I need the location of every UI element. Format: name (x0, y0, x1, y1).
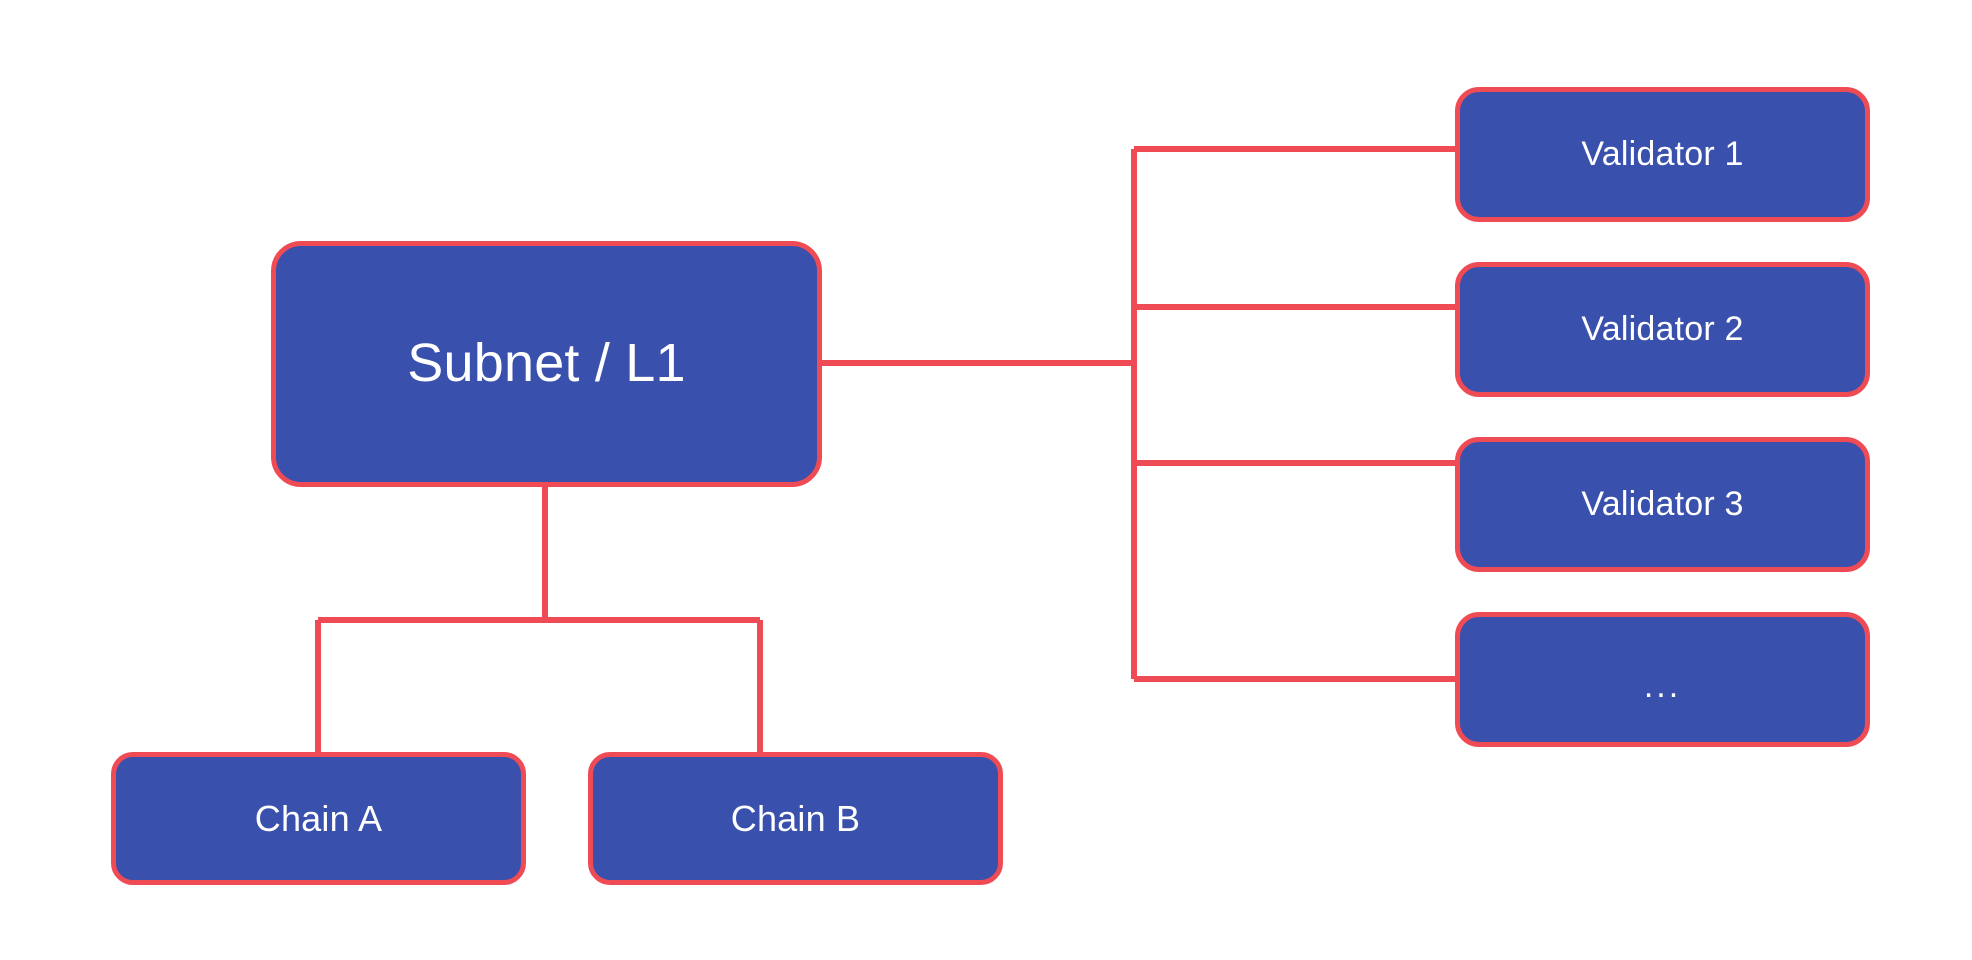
node-validator-1-label: Validator 1 (1581, 134, 1744, 173)
node-validator-2[interactable]: Validator 2 (1455, 262, 1870, 397)
node-chain-a[interactable]: Chain A (111, 752, 526, 885)
node-validator-overflow-label: ... (1643, 666, 1682, 705)
node-validator-overflow[interactable]: ... (1455, 612, 1870, 747)
node-chain-a-label: Chain A (254, 797, 383, 839)
node-subnet-l1-label: Subnet / L1 (407, 333, 686, 394)
node-validator-3-label: Validator 3 (1581, 484, 1744, 523)
node-validator-3[interactable]: Validator 3 (1455, 437, 1870, 572)
node-chain-b[interactable]: Chain B (588, 752, 1003, 885)
node-subnet-l1[interactable]: Subnet / L1 (271, 241, 822, 487)
node-chain-b-label: Chain B (730, 797, 861, 839)
node-validator-2-label: Validator 2 (1581, 309, 1744, 348)
node-validator-1[interactable]: Validator 1 (1455, 87, 1870, 222)
